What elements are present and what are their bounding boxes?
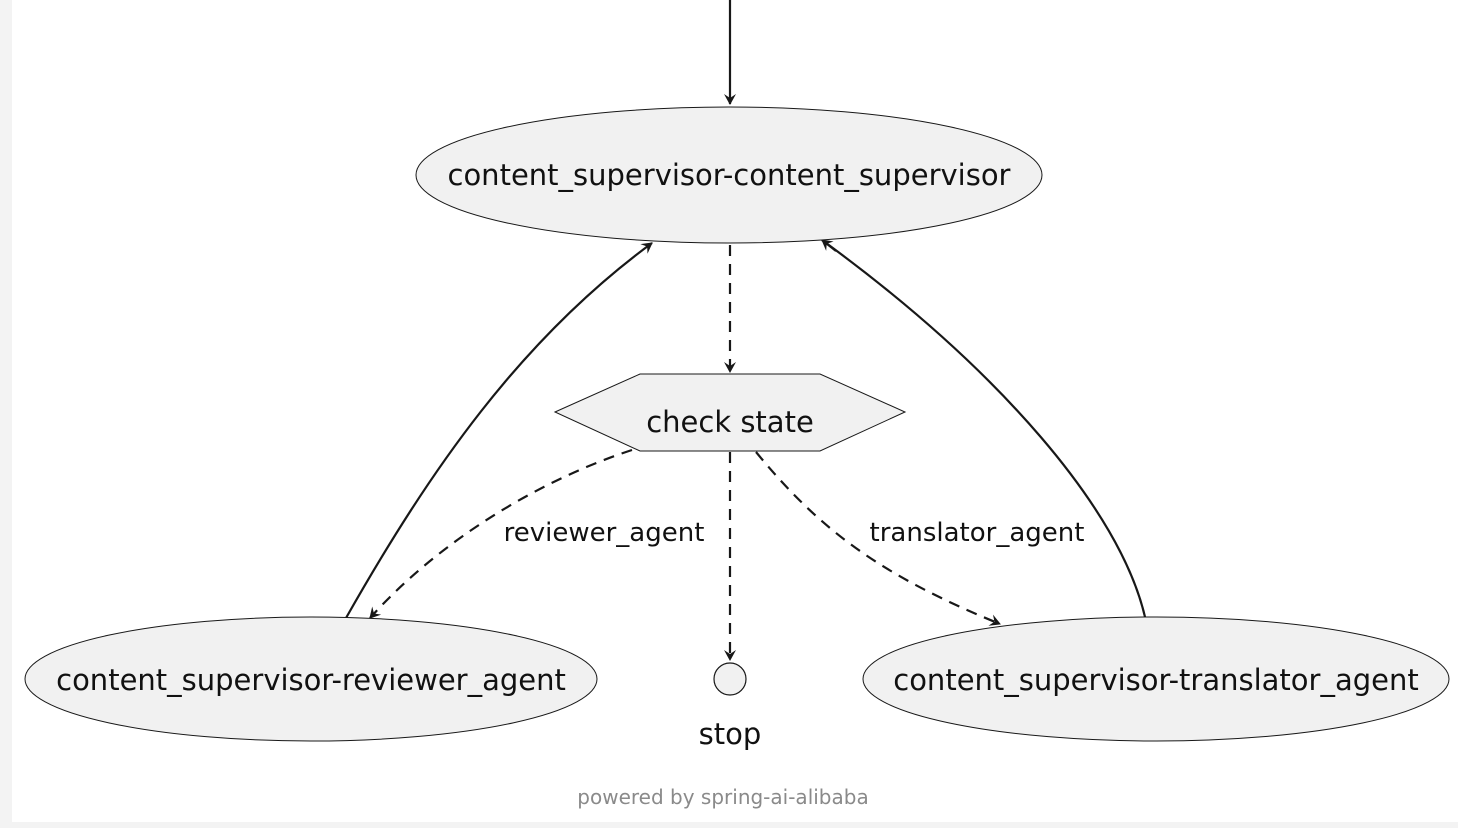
edge-translator-to-supervisor: [821, 239, 1147, 618]
node-supervisor-label: content_supervisor-content_supervisor: [448, 158, 1011, 192]
node-supervisor-shape: [415, 106, 1043, 244]
node-stop-label: stop: [699, 717, 762, 751]
node-reviewer[interactable]: content_supervisor-reviewer_agent: [24, 616, 598, 742]
edges: [345, 0, 1147, 661]
node-stop[interactable]: stop: [699, 662, 762, 751]
node-supervisor[interactable]: content_supervisor-content_supervisor: [415, 106, 1043, 244]
node-check-state[interactable]: check state: [553, 373, 907, 452]
edge-label-reviewer: reviewer_agent: [504, 518, 705, 548]
node-reviewer-label: content_supervisor-reviewer_agent: [56, 663, 566, 697]
edge-check-state-to-reviewer: [369, 448, 633, 619]
footer-credit: powered by spring-ai-alibaba: [577, 785, 868, 809]
node-check-state-shape: [553, 373, 907, 452]
node-translator-label: content_supervisor-translator_agent: [893, 663, 1418, 697]
stop-circle: [713, 662, 747, 696]
edge-label-translator: translator_agent: [870, 518, 1085, 548]
edge-reviewer-to-supervisor: [345, 242, 653, 619]
node-reviewer-shape: [24, 616, 598, 742]
node-check-state-label: check state: [646, 405, 814, 439]
edge-check-state-to-translator: [755, 451, 1001, 626]
node-translator[interactable]: content_supervisor-translator_agent: [862, 616, 1450, 742]
node-translator-shape: [862, 616, 1450, 742]
